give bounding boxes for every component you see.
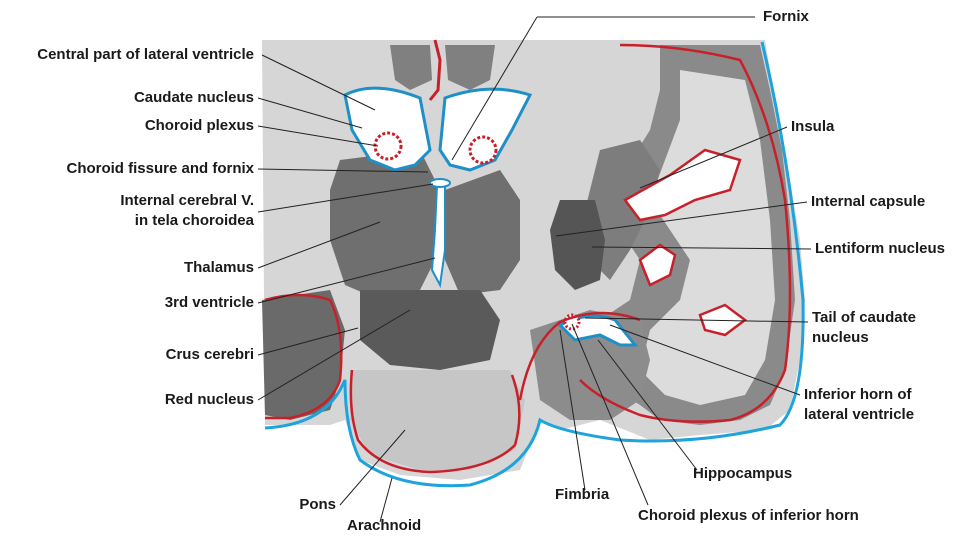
choroid-plexus-left (375, 133, 401, 159)
label-fimbria: Fimbria (555, 486, 609, 504)
label-insula: Insula (791, 118, 834, 136)
label-internal-cerebral-v-1: Internal cerebral V. (0, 192, 254, 210)
label-internal-cerebral-v-2: in tela choroidea (0, 212, 254, 230)
label-pons: Pons (250, 496, 336, 514)
label-lentiform-nucleus: Lentiform nucleus (815, 240, 945, 258)
label-tail-caudate-2: nucleus (812, 329, 869, 347)
label-inferior-horn-1: Inferior horn of (804, 386, 912, 404)
label-caudate-nucleus: Caudate nucleus (0, 89, 254, 107)
label-internal-capsule: Internal capsule (811, 193, 925, 211)
label-fornix: Fornix (763, 8, 809, 26)
label-arachnoid: Arachnoid (347, 517, 421, 535)
thalamus-region (330, 150, 440, 300)
label-choroid-plexus: Choroid plexus (0, 117, 254, 135)
label-crus-cerebri: Crus cerebri (0, 346, 254, 364)
label-thalamus: Thalamus (0, 259, 254, 277)
pons-region (350, 370, 525, 470)
label-inferior-horn-2: lateral ventricle (804, 406, 914, 424)
label-hippocampus: Hippocampus (693, 465, 792, 483)
leader-arachnoid (380, 478, 392, 522)
internal-cerebral-vein (430, 179, 450, 187)
choroid-plexus-right (470, 137, 496, 163)
label-choroid-plexus-inferior-horn: Choroid plexus of inferior horn (638, 507, 859, 525)
label-tail-caudate-1: Tail of caudate (812, 309, 916, 327)
brain-section (262, 40, 805, 480)
label-central-part-lateral-ventricle: Central part of lateral ventricle (0, 46, 254, 64)
label-third-ventricle: 3rd ventricle (0, 294, 254, 312)
label-choroid-fissure-fornix: Choroid fissure and fornix (0, 160, 254, 178)
label-red-nucleus: Red nucleus (0, 391, 254, 409)
thalamus-region-right (445, 170, 520, 295)
